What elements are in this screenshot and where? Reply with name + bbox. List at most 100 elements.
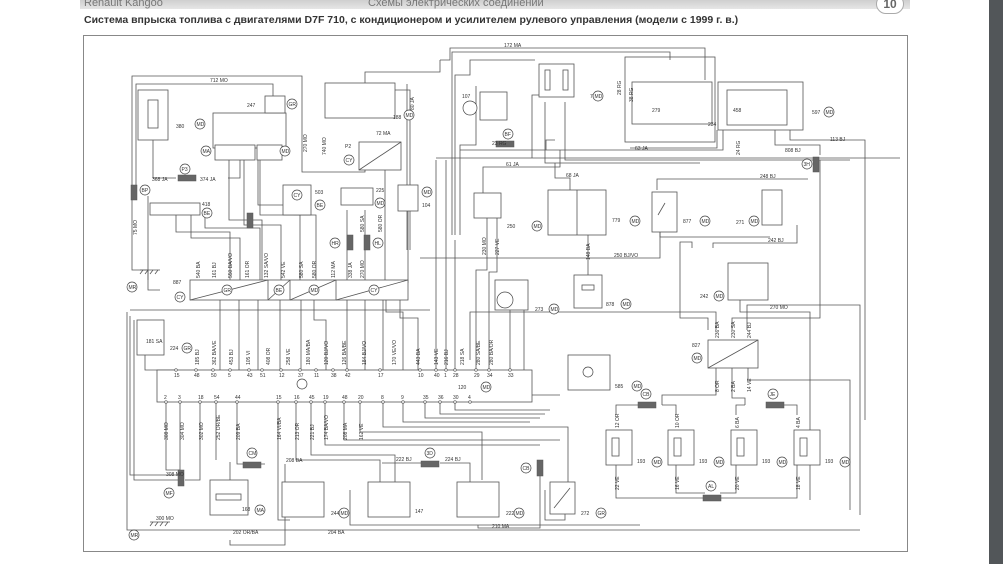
tag-md-coil3 xyxy=(776,456,788,468)
wire-label: 209 BA xyxy=(236,423,242,440)
tag-md-coil4 xyxy=(839,456,851,468)
tag-cy-887 xyxy=(174,291,186,303)
ignition-coil-3-label: 193 xyxy=(762,459,771,465)
svg-text:224 BJ: 224 BJ xyxy=(445,457,461,463)
component-272-box xyxy=(549,481,576,515)
svg-text:MD: MD xyxy=(377,201,385,207)
tag-md-104 xyxy=(421,186,433,198)
relay-p2-label: P2 xyxy=(345,144,351,150)
svg-text:HR: HR xyxy=(332,241,340,247)
component-layer: 380 247 188 P2 503 225 104 418 107 777 xyxy=(136,63,834,518)
tag-md-779 xyxy=(629,215,641,227)
wire-labels: 712 MO 172 MA 23 RG 63 JA 61 JA 68 JA 24… xyxy=(146,43,846,536)
wire-layer xyxy=(126,47,900,546)
pin-terminal xyxy=(444,368,448,372)
component-279-label: 279 xyxy=(652,108,661,114)
wire-label: 236 BA xyxy=(715,321,721,338)
svg-text:172 MA: 172 MA xyxy=(504,43,522,49)
tag-md-250 xyxy=(531,220,543,232)
wire-label: 338 JA xyxy=(348,262,354,278)
svg-text:MF: MF xyxy=(166,491,173,497)
component-147-label: 147 xyxy=(415,509,424,515)
tag-3h xyxy=(801,158,813,170)
wire-label: 302 MO xyxy=(199,422,205,440)
svg-text:MD: MD xyxy=(751,219,759,225)
diagram-frame xyxy=(83,35,908,552)
svg-text:MD: MD xyxy=(632,219,640,225)
svg-text:BE: BE xyxy=(317,203,324,209)
svg-text:712 MO: 712 MO xyxy=(210,78,228,84)
tag-ma xyxy=(200,145,212,157)
ecu-pin-label: 3 xyxy=(178,395,181,401)
component-224-box xyxy=(136,319,165,356)
svg-text:HL: HL xyxy=(375,241,382,247)
ecu-pin-label: 15 xyxy=(276,395,282,401)
page-header-band xyxy=(80,0,910,9)
svg-text:MD: MD xyxy=(779,460,787,466)
ecu-pin-label: 5 xyxy=(228,373,231,379)
tag-md-271 xyxy=(748,215,760,227)
tag-md-273 xyxy=(548,303,560,315)
connector-bf xyxy=(495,140,515,148)
wire-label: 143 VE xyxy=(434,348,440,365)
component-222-label: 222 xyxy=(506,511,515,517)
component-877-label: 877 xyxy=(683,219,692,225)
wire-label: 12 OR xyxy=(615,413,621,428)
pin-terminal xyxy=(487,368,491,372)
tag-gr-224 xyxy=(181,342,193,354)
connector-je xyxy=(637,401,657,409)
wire-label: 126 BA/BE xyxy=(342,340,348,365)
component-250-box xyxy=(473,192,502,219)
tag-gr-247 xyxy=(286,98,298,110)
tag-al xyxy=(767,388,779,400)
connector-tags: GR MD MA MD BP P3 BE MD CY CY BE MD MD H… xyxy=(126,90,851,541)
pin-terminal xyxy=(228,368,232,372)
ecu-pin-label: 48 xyxy=(342,395,348,401)
connector-hl xyxy=(363,234,371,251)
component-777-box xyxy=(538,63,575,98)
wire-label: 112 MA xyxy=(331,260,337,278)
tag-mr-lower xyxy=(128,529,140,541)
component-585-label: 585 xyxy=(615,384,624,390)
ecu-pin-label: 30 xyxy=(453,395,459,401)
pin-terminal xyxy=(474,368,478,372)
wire-label: 258 VE xyxy=(286,348,292,365)
svg-text:68 JA: 68 JA xyxy=(566,173,579,179)
svg-text:MD: MD xyxy=(694,356,702,362)
tag-mf xyxy=(163,487,175,499)
component-234-label: 234 xyxy=(708,122,717,128)
svg-text:MD: MD xyxy=(702,219,710,225)
svg-text:MD: MD xyxy=(483,385,491,391)
svg-text:AL: AL xyxy=(708,484,714,490)
wire-label: 20 VE xyxy=(735,476,741,490)
ground-icon xyxy=(149,521,170,527)
component-380-label: 380 xyxy=(176,124,185,130)
svg-text:BP: BP xyxy=(142,188,149,194)
wire-label: 270 MO xyxy=(303,134,309,152)
ecu-pin-label: 34 xyxy=(487,373,493,379)
pin-terminal xyxy=(381,400,385,404)
svg-text:CY: CY xyxy=(346,158,354,164)
scrollbar[interactable] xyxy=(989,0,1003,564)
wire-label: 252 OR/BE xyxy=(216,414,222,440)
wire-label: 244 BJ xyxy=(747,322,753,338)
pin-terminal xyxy=(453,368,457,372)
pin-terminal xyxy=(358,400,362,404)
wire-label: 4 BA xyxy=(796,416,802,428)
tag-md-188 xyxy=(403,109,415,121)
svg-text:CB: CB xyxy=(523,466,531,472)
svg-text:MD: MD xyxy=(406,113,414,119)
wire-label: 213 OR xyxy=(295,422,301,440)
svg-text:JE: JE xyxy=(770,392,777,398)
svg-text:181 SA: 181 SA xyxy=(146,339,163,345)
svg-text:270 MO: 270 MO xyxy=(770,305,788,311)
svg-text:308 MO: 308 MO xyxy=(166,472,184,478)
ignition-coil-4-label: 193 xyxy=(825,459,834,465)
wire-label: 10 OR xyxy=(675,413,681,428)
pin-terminal xyxy=(438,400,442,404)
wire-label: 280 SA/BE xyxy=(476,340,482,365)
tag-3d xyxy=(424,447,436,459)
svg-text:MD: MD xyxy=(311,288,319,294)
